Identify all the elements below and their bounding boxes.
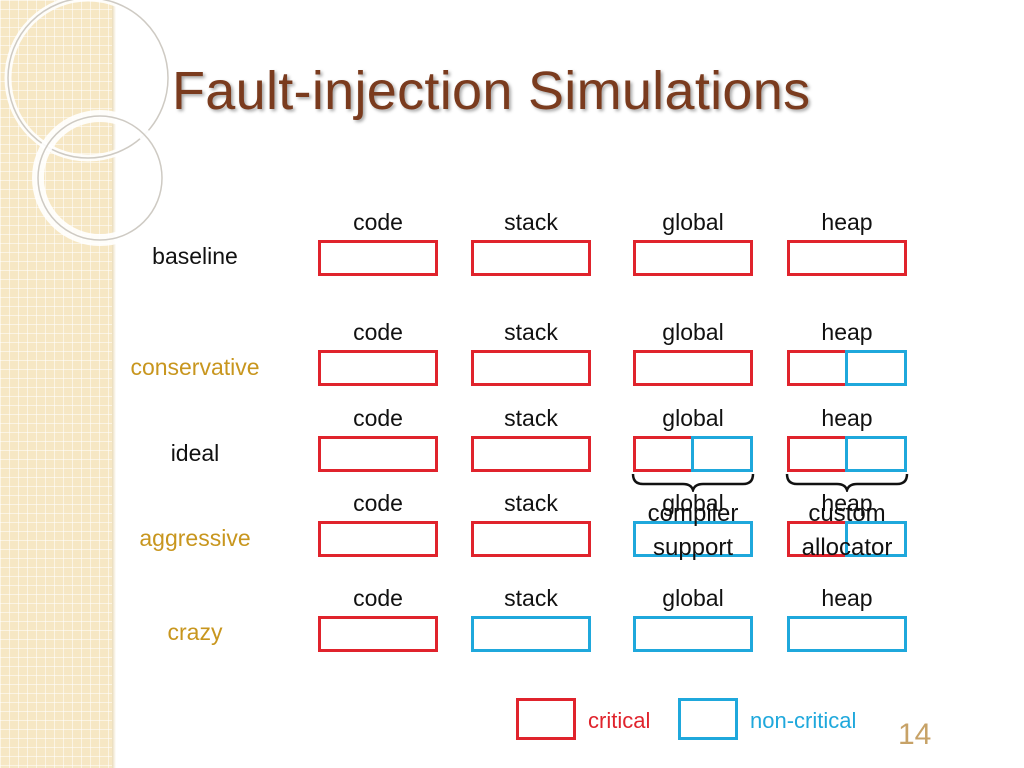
segment-conservative-heap-critical xyxy=(787,350,848,386)
segment-aggressive-code xyxy=(318,521,438,557)
segment-ideal-global-non-critical xyxy=(691,436,753,472)
column-label-heap: heap xyxy=(821,209,873,235)
column-label-code: code xyxy=(353,585,403,611)
column-label-global: global xyxy=(662,405,724,431)
segment-ideal-heap-critical xyxy=(787,436,848,472)
segment-baseline-global xyxy=(633,240,753,276)
segment-conservative-global xyxy=(633,350,753,386)
row-label-crazy: crazy xyxy=(167,619,223,645)
column-label-stack: stack xyxy=(504,405,558,431)
annotation-heap-line2: allocator xyxy=(801,534,893,561)
column-label-global: global xyxy=(662,209,724,235)
slide-title: Fault-injection Simulations xyxy=(172,61,811,121)
row-label-baseline: baseline xyxy=(152,243,238,269)
segment-ideal-stack xyxy=(471,436,591,472)
column-label-stack: stack xyxy=(504,319,558,345)
column-label-heap: heap xyxy=(821,585,873,611)
row-label-conservative: conservative xyxy=(130,354,260,380)
annotation-global-line2: support xyxy=(652,534,734,561)
decorative-circles xyxy=(4,0,172,246)
column-label-code: code xyxy=(353,405,403,431)
segment-baseline-heap xyxy=(787,240,907,276)
segment-ideal-global-critical xyxy=(633,436,694,472)
annotation-heap-line1: custom xyxy=(808,500,886,527)
decorative-side-edge xyxy=(112,0,116,768)
segment-crazy-code xyxy=(318,616,438,652)
column-label-heap: heap xyxy=(821,405,873,431)
segment-ideal-heap-non-critical xyxy=(845,436,907,472)
segment-baseline-stack xyxy=(471,240,591,276)
row-label-aggressive: aggressive xyxy=(139,525,251,551)
annotation-global-line1: compiler xyxy=(647,500,739,527)
segment-crazy-global xyxy=(633,616,753,652)
legend-critical-label: critical xyxy=(588,708,651,733)
column-label-code: code xyxy=(353,319,403,345)
column-label-global: global xyxy=(662,585,724,611)
column-label-code: code xyxy=(353,209,403,235)
column-label-stack: stack xyxy=(504,209,558,235)
column-label-stack: stack xyxy=(504,490,558,516)
brace-heap xyxy=(785,473,909,492)
legend-non-critical-label: non-critical xyxy=(750,708,857,733)
segment-aggressive-heap-non-critical xyxy=(845,521,907,557)
segment-conservative-heap-non-critical xyxy=(845,350,907,386)
segment-crazy-heap xyxy=(787,616,907,652)
segment-aggressive-stack xyxy=(471,521,591,557)
brace-global xyxy=(631,473,755,492)
column-label-global: global xyxy=(662,490,724,516)
column-label-heap: heap xyxy=(821,319,873,345)
row-label-ideal: ideal xyxy=(170,440,220,466)
column-label-heap: heap xyxy=(821,490,873,516)
segment-conservative-stack xyxy=(471,350,591,386)
segment-conservative-code xyxy=(318,350,438,386)
column-label-code: code xyxy=(353,490,403,516)
segment-ideal-code xyxy=(318,436,438,472)
segment-baseline-code xyxy=(318,240,438,276)
page-number: 14 xyxy=(898,718,932,751)
segment-crazy-stack xyxy=(471,616,591,652)
column-label-stack: stack xyxy=(504,585,558,611)
legend-critical-swatch xyxy=(516,698,576,740)
legend-non-critical-swatch xyxy=(678,698,738,740)
segment-aggressive-global xyxy=(633,521,753,557)
column-label-global: global xyxy=(662,319,724,345)
